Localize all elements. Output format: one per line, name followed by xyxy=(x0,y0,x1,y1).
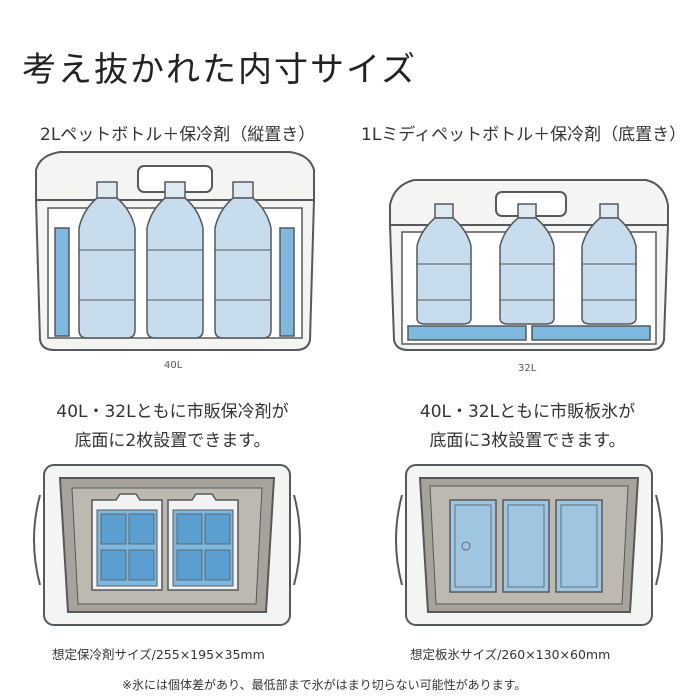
bottle-1l-1 xyxy=(416,203,472,325)
right-capacity-label: 32L xyxy=(518,363,537,374)
ice-pack-1 xyxy=(91,493,163,591)
left-description-line1: 40L・32Lともに市販保冷剤が xyxy=(56,402,289,422)
right-description-line2: 底面に3枚設置できます。 xyxy=(429,431,626,451)
left-description: 40L・32Lともに市販保冷剤が 底面に2枚設置できます。 xyxy=(40,398,305,456)
left-description-line2: 底面に2枚設置できます。 xyxy=(74,431,271,451)
ice-block-3 xyxy=(555,499,603,593)
right-caption: 1Lミディペットボトル＋保冷剤（底置き） xyxy=(361,125,687,145)
bottle-2l-3 xyxy=(214,181,272,339)
right-description: 40L・32Lともに市販板氷が 底面に3枚設置できます。 xyxy=(395,398,660,456)
right-description-line1: 40L・32Lともに市販板氷が xyxy=(419,402,636,422)
bottle-1l-3 xyxy=(581,203,637,325)
bottle-2l-2 xyxy=(146,181,204,339)
left-capacity-label: 40L xyxy=(164,360,183,371)
right-spec-label: 想定板氷サイズ/260×130×60mm xyxy=(410,647,611,662)
ice-block-2 xyxy=(502,499,550,593)
ice-pack-2 xyxy=(167,493,239,591)
bottle-1l-2 xyxy=(499,203,555,325)
footnote: ※氷には個体差があり、最低部まで氷がはまり切らない可能性があります。 xyxy=(122,678,527,692)
page-title: 考え抜かれた内寸サイズ xyxy=(22,50,417,90)
bottle-2l-1 xyxy=(78,181,136,339)
left-caption: 2Lペットボトル＋保冷剤（縦置き） xyxy=(40,125,316,145)
left-spec-label: 想定保冷剤サイズ/255×195×35mm xyxy=(52,647,265,662)
ice-block-1 xyxy=(449,499,497,593)
